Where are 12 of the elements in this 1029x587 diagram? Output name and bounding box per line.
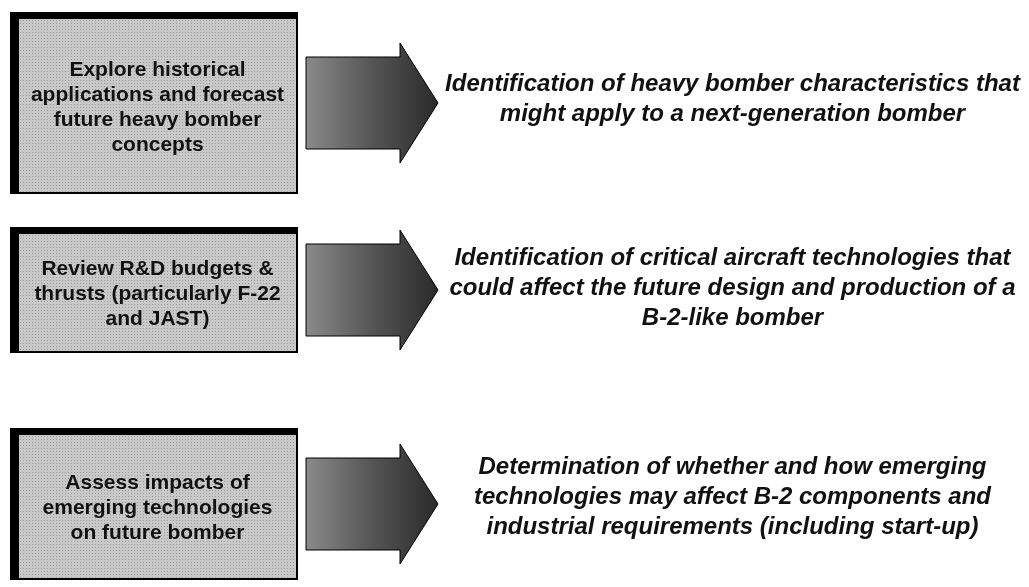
- block-arrow: [305, 443, 439, 565]
- process-box: [10, 227, 298, 353]
- process-box: [10, 12, 298, 194]
- process-box: [10, 428, 298, 580]
- block-arrow: [305, 42, 439, 164]
- block-arrow: [305, 229, 439, 351]
- box-label: Review R&D budgets & thrusts (particularly F-22 and JAST): [33, 255, 282, 330]
- box-label: Explore historical applications and forecast future heavy bomber concepts: [29, 55, 286, 156]
- box-label: Assess impacts of emerging technologies on future bomber: [41, 469, 274, 544]
- outcome-text: Identification of heavy bomber characteristics that might apply to a next-generation bomber: [444, 68, 1022, 128]
- outcome-text: Identification of critical aircraft technologies that could affect the future design and production of a B-2-like bomber: [448, 242, 1017, 332]
- outcome-text: Determination of whether and how emerging technologies may affect B-2 components and industrial requirements (including start-up): [473, 451, 993, 541]
